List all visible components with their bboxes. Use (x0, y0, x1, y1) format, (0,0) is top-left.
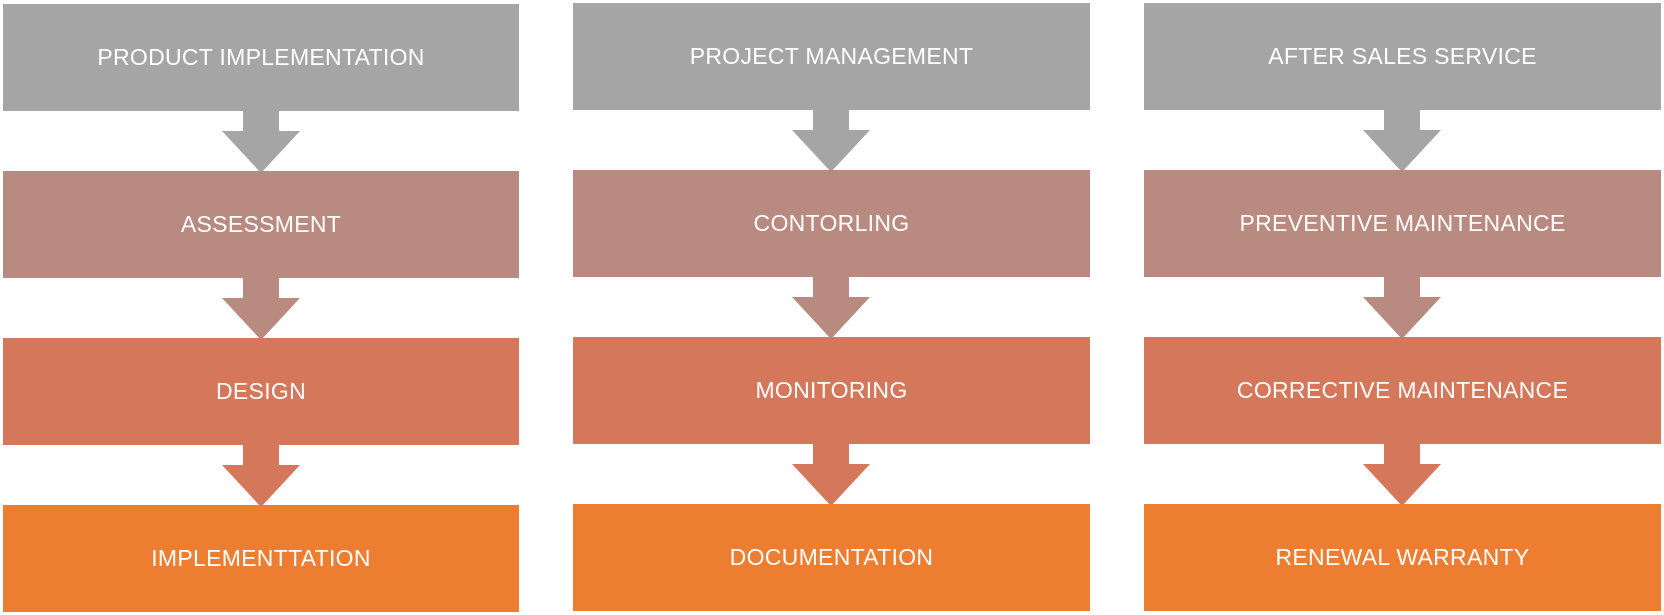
col1-step-1-box: ASSESSMENT (3, 171, 519, 278)
col1-arrow-1-icon (222, 111, 300, 173)
col1-step-1-label: ASSESSMENT (180, 211, 342, 237)
col3-arrow-2-icon (1363, 277, 1441, 339)
col3-step-1-box: PREVENTIVE MAINTENANCE (1144, 170, 1661, 277)
col2-step-1-label: CONTORLING (753, 210, 910, 236)
col1-step-2-label: DESIGN (216, 378, 306, 404)
col1-header-label: PRODUCT IMPLEMENTATION (97, 44, 425, 70)
col3-step-2-label: CORRECTIVE MAINTENANCE (1236, 377, 1569, 403)
col2-header-label: PROJECT MANAGEMENT (689, 43, 974, 69)
col2-step-3-label: DOCUMENTATION (729, 544, 934, 570)
col3-arrow-1-icon (1363, 110, 1441, 172)
col1-step-3-label: IMPLEMENTTATION (151, 545, 371, 571)
col2-step-3-box: DOCUMENTATION (573, 504, 1090, 611)
col1-step-3-box: IMPLEMENTTATION (3, 505, 519, 612)
col1-step-2-box: DESIGN (3, 338, 519, 445)
col2-header-box: PROJECT MANAGEMENT (573, 3, 1090, 110)
col1-arrow-2-icon (222, 278, 300, 340)
col3-step-2-box: CORRECTIVE MAINTENANCE (1144, 337, 1661, 444)
col2-step-1-box: CONTORLING (573, 170, 1090, 277)
col2-step-2-label: MONITORING (755, 377, 908, 403)
col2-step-2-box: MONITORING (573, 337, 1090, 444)
col2-arrow-3-icon (792, 444, 870, 506)
col3-arrow-3-icon (1363, 444, 1441, 506)
col2-arrow-1-icon (792, 110, 870, 172)
col3-header-label: AFTER SALES SERVICE (1268, 43, 1537, 69)
col2-arrow-2-icon (792, 277, 870, 339)
col3-step-3-box: RENEWAL WARRANTY (1144, 504, 1661, 611)
col1-arrow-3-icon (222, 445, 300, 507)
col1-header-box: PRODUCT IMPLEMENTATION (3, 4, 519, 111)
col3-step-1-label: PREVENTIVE MAINTENANCE (1239, 210, 1566, 236)
col3-header-box: AFTER SALES SERVICE (1144, 3, 1661, 110)
col3-step-3-label: RENEWAL WARRANTY (1275, 544, 1530, 570)
